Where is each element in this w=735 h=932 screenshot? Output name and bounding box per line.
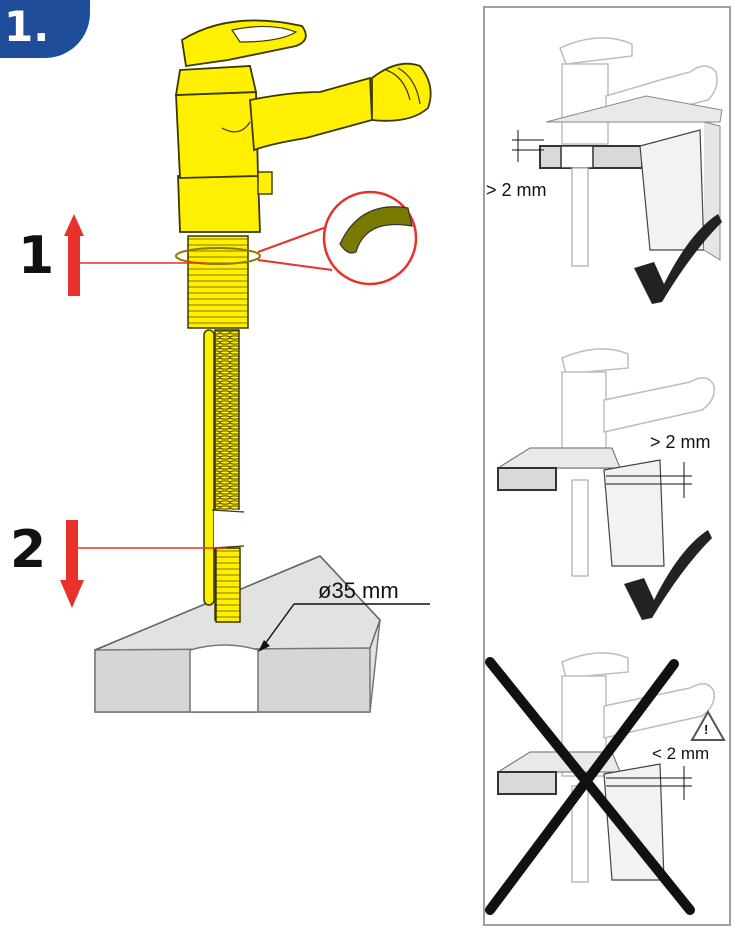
warning-triangle-icon: [690, 709, 726, 741]
cross-mark-icon: [485, 657, 695, 915]
callout-1-label: 1: [18, 226, 55, 286]
panel-correct-1: [512, 37, 723, 267]
check-mark-icon: [634, 214, 722, 304]
hole-diameter-label: ø35 mm: [318, 578, 399, 603]
step-badge: 1.: [0, 0, 90, 58]
panel-incorrect: [496, 652, 715, 883]
supply-hoses: [203, 329, 245, 623]
warning-symbol-label: !: [704, 722, 709, 737]
up-arrow-icon: [64, 214, 206, 296]
panel2-gap-label: > 2 mm: [650, 432, 711, 452]
step-number: 1.: [4, 2, 50, 51]
panel3-gap-label: < 2 mm: [652, 744, 710, 763]
check-mark-icon: [624, 530, 712, 620]
panel-correct-2: [496, 348, 715, 577]
panel1-gap-label: > 2 mm: [486, 180, 547, 200]
hole-dimension-leader: [258, 603, 430, 652]
down-arrow-icon: [60, 520, 226, 608]
callout-2-label: 2: [10, 520, 47, 580]
threaded-shank: [187, 235, 249, 329]
faucet-body: [174, 19, 432, 233]
o-ring-zoom-icon: [175, 190, 418, 286]
comparison-panel-frame: [483, 6, 731, 926]
